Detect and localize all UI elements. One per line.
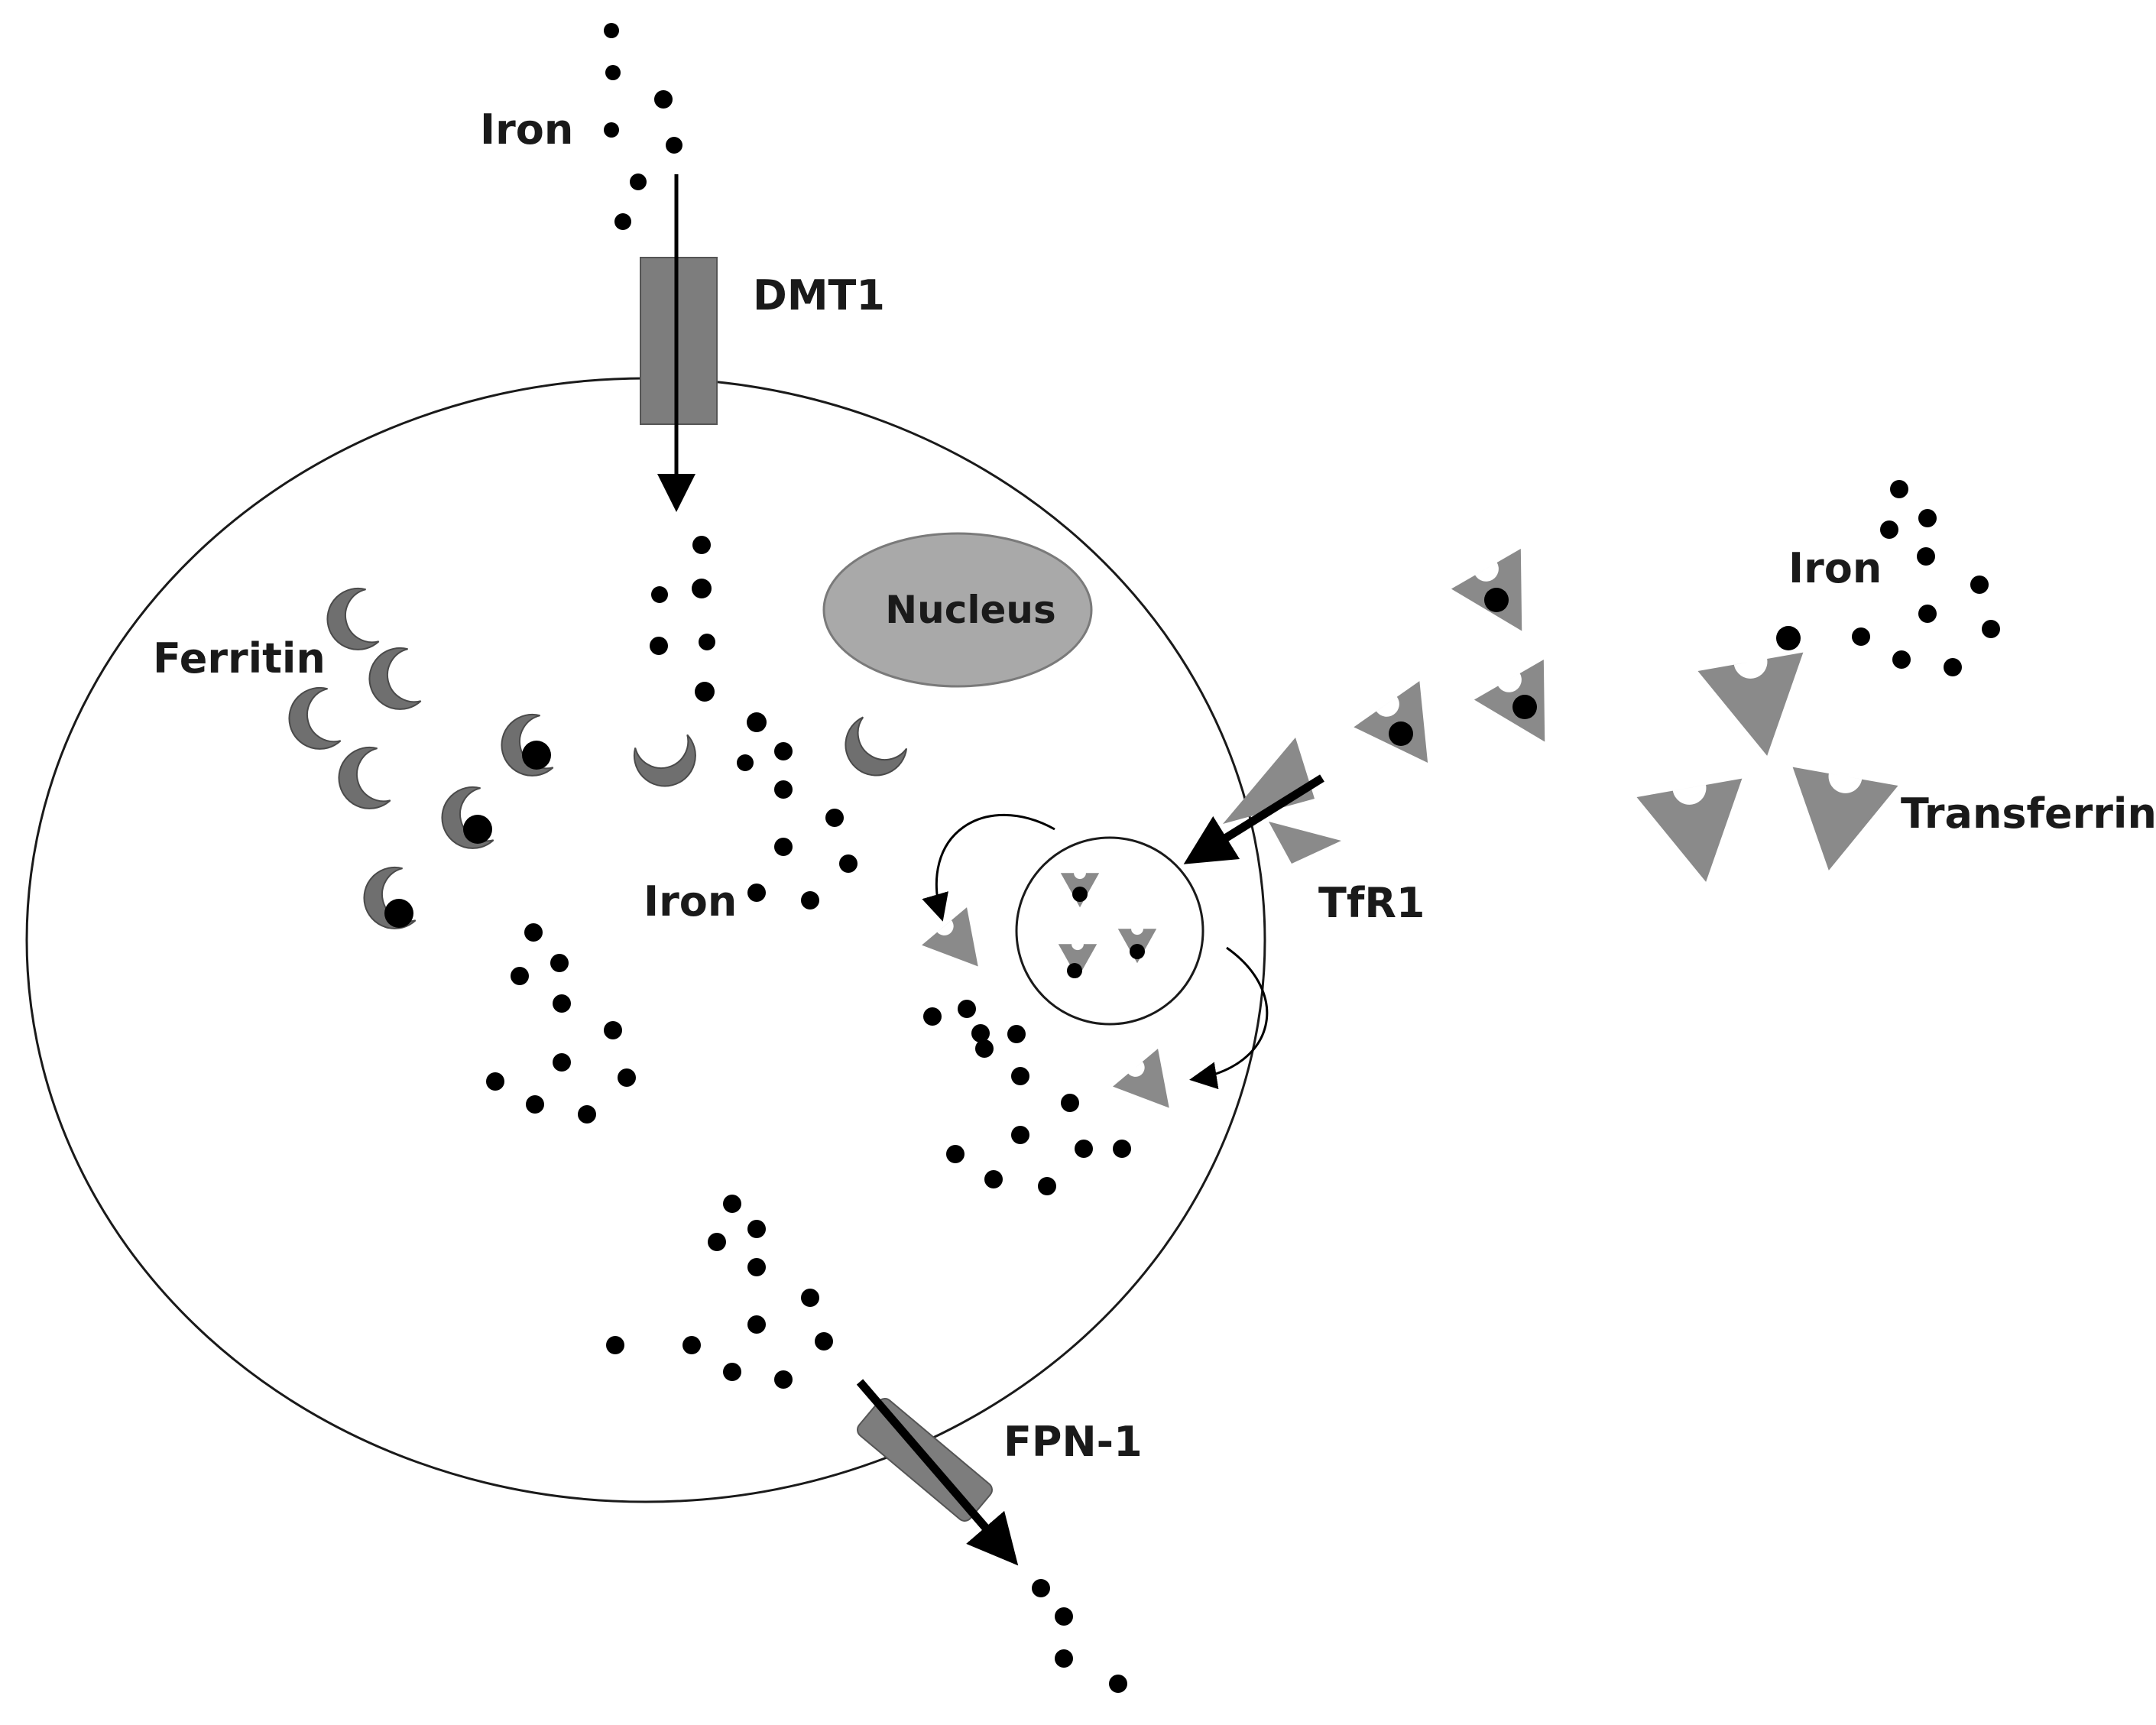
holo-transferrin-group	[1354, 549, 1580, 786]
recycle-arrow-right	[1189, 946, 1269, 1090]
iron-right-label: Iron	[1788, 544, 1882, 592]
ferritin-label: Ferritin	[153, 634, 326, 683]
dmt1-transporter	[640, 174, 718, 512]
iron-dots	[486, 23, 2000, 1693]
fpn1-label: FPN-1	[1003, 1418, 1143, 1466]
ferritin-icon	[631, 733, 702, 792]
tfr1-receptor	[1183, 738, 1341, 864]
nucleus-label: Nucleus	[885, 588, 1056, 632]
fpn1-exporter	[856, 1379, 1019, 1566]
ferritin-icon	[333, 744, 392, 815]
transferrin-label: Transferrin	[1901, 790, 2156, 838]
endosome	[922, 814, 1269, 1090]
ferritin-group	[284, 585, 911, 935]
recycle-arrow-left	[922, 814, 1055, 922]
ferritin-icon	[832, 712, 911, 789]
iron-top-label: Iron	[480, 105, 573, 154]
tfr1-label: TfR1	[1318, 879, 1425, 927]
ferritin-icon	[322, 585, 381, 656]
ferritin-icon	[364, 644, 423, 715]
fpn1-export-arrow	[856, 1379, 1019, 1566]
ferritin-icon	[284, 684, 342, 755]
nucleus: Nucleus	[822, 532, 1093, 688]
transferrin-group	[1636, 652, 1898, 892]
tfr1-endocytosis-arrow	[1183, 774, 1324, 864]
dmt1-label: DMT1	[753, 271, 885, 319]
iron-center-label: Iron	[644, 877, 737, 926]
